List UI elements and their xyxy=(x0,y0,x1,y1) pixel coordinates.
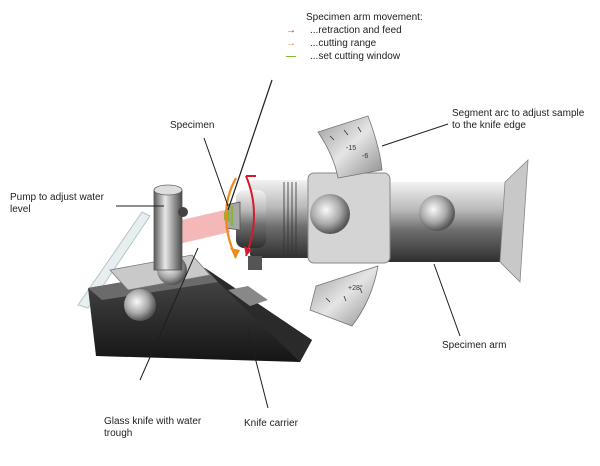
label-segment-arc: Segment arc to adjust sample to the knif… xyxy=(452,108,585,131)
carrier-screw-knob xyxy=(124,289,156,321)
center-adjust-knob xyxy=(310,194,350,234)
label-knife-carrier: Knife carrier xyxy=(244,418,298,429)
legend-label-cutting-range: ...cutting range xyxy=(310,38,377,49)
red-arrow-icon: → xyxy=(286,25,296,36)
legend-label-retraction: ...retraction and feed xyxy=(310,25,402,36)
movement-indicators xyxy=(224,79,273,259)
label-specimen: Specimen xyxy=(170,120,215,131)
label-glass-knife: Glass knife with water trough xyxy=(104,416,202,439)
knife-carrier-block xyxy=(88,268,312,362)
retraction-feed-arrow xyxy=(245,175,255,257)
leader-lines xyxy=(116,123,461,409)
legend-item-cutting-range: → ...cutting range xyxy=(286,38,376,50)
segment-arc: -15 -6 +28° xyxy=(309,115,383,327)
arc-mark-upper-a: -15 xyxy=(346,145,356,152)
arc-mark-upper-b: -6 xyxy=(362,153,368,160)
orange-arrow-icon: → xyxy=(286,38,296,49)
green-line-icon: — xyxy=(286,51,296,62)
label-specimen-arm: Specimen arm xyxy=(442,340,507,351)
legend-item-retraction: → ...retraction and feed xyxy=(286,25,402,37)
specimen-arm xyxy=(224,159,529,283)
legend-title: Specimen arm movement: xyxy=(306,12,423,23)
arc-mark-lower: +28° xyxy=(348,284,363,292)
glass-plate xyxy=(77,211,151,309)
pump-column xyxy=(153,184,188,271)
legend-item-cutting-window: — ...set cutting window xyxy=(286,51,400,63)
legend-label-cutting-window: ...set cutting window xyxy=(310,51,401,62)
arm-lock-knob xyxy=(419,195,455,231)
label-pump: Pump to adjust water level xyxy=(10,192,104,215)
